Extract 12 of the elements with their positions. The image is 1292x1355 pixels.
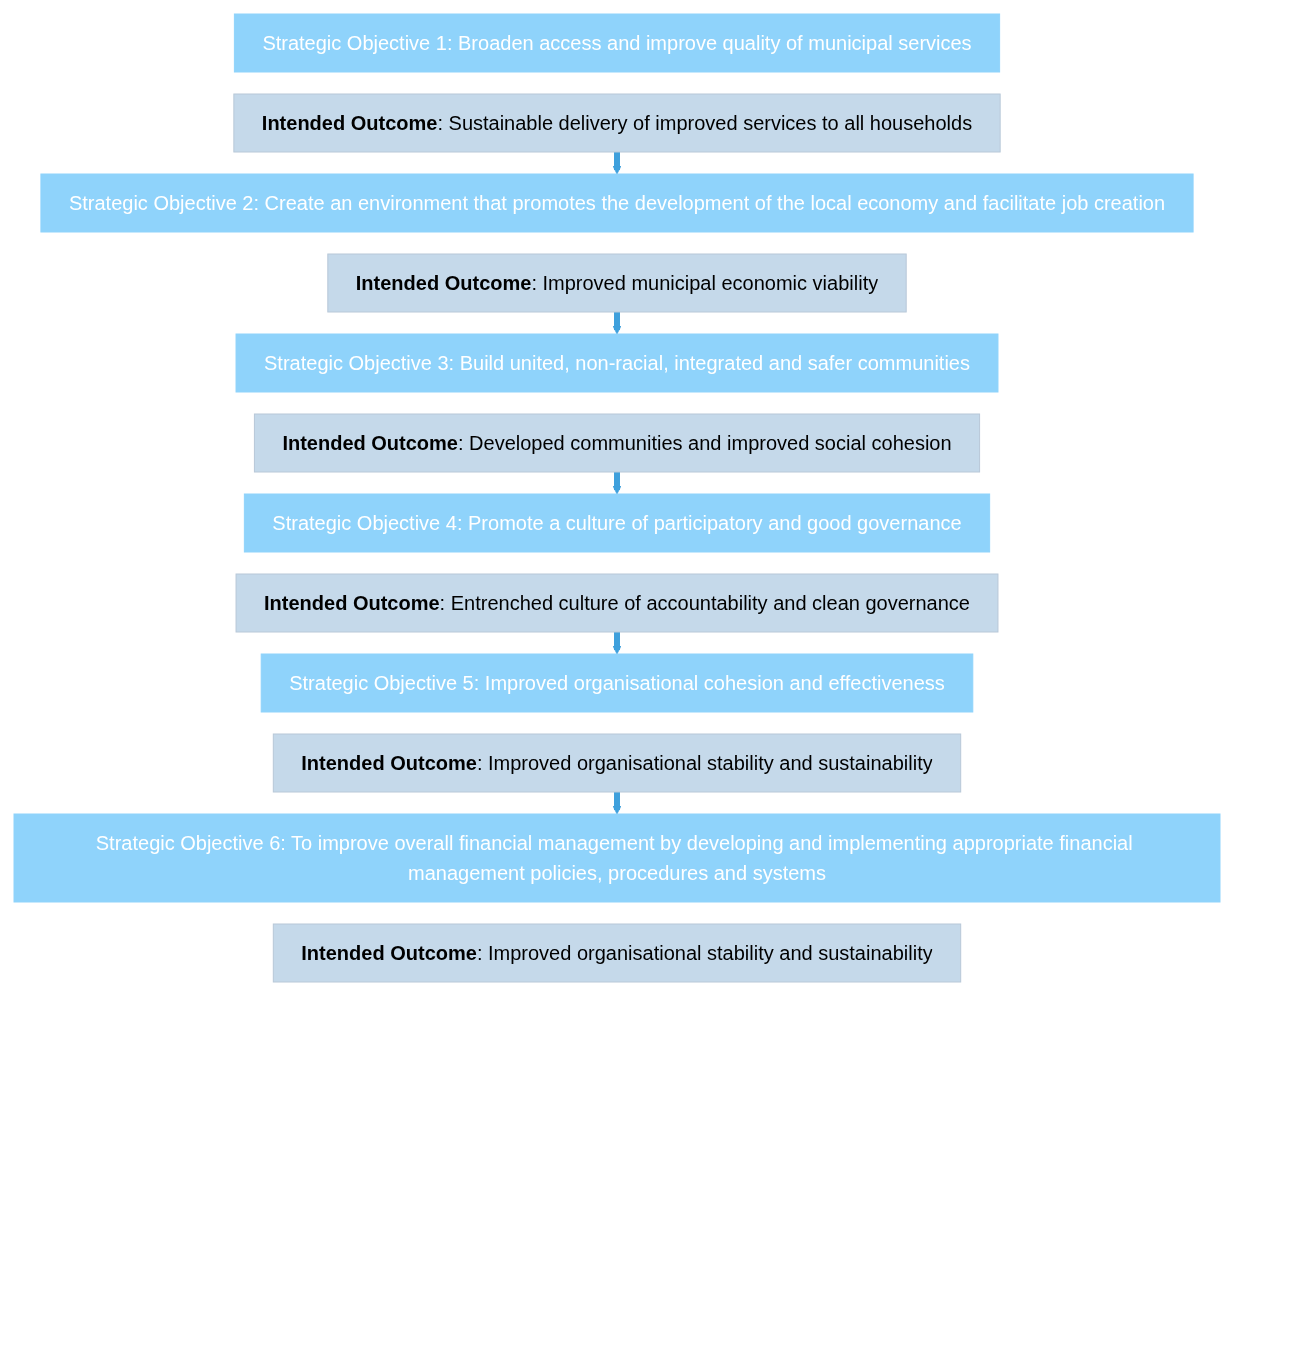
node-box: Intended Outcome: Improved municipal economic viability — [327, 253, 907, 313]
node-box: Intended Outcome: Entrenched culture of accountability and clean governance — [235, 573, 999, 633]
node-box: Intended Outcome: Sustainable delivery of improved services to all households — [233, 93, 1001, 153]
node-box: Strategic Objective 3: Build united, non-racial, integrated and safer communities — [235, 333, 999, 393]
node-box: Strategic Objective 1: Broaden access and improve quality of municipal services — [233, 13, 1001, 73]
node-box: Intended Outcome: Improved organisational stability and sustainability — [272, 733, 962, 793]
node-box: Intended Outcome: Improved organisational stability and sustainability — [272, 923, 962, 983]
node-box: Intended Outcome: Developed communities and improved social cohesion — [253, 413, 981, 473]
node-box: Strategic Objective 5: Improved organisational cohesion and effectiveness — [260, 653, 974, 713]
node-box: Strategic Objective 6: To improve overall financial management by developing and implementing appropriate financial management policies, procedures and systems — [13, 813, 1221, 903]
node-box: Strategic Objective 2: Create an environment that promotes the development of the local economy and facilitate job creation — [40, 173, 1194, 233]
node-box: Strategic Objective 4: Promote a culture of participatory and good governance — [243, 493, 991, 553]
